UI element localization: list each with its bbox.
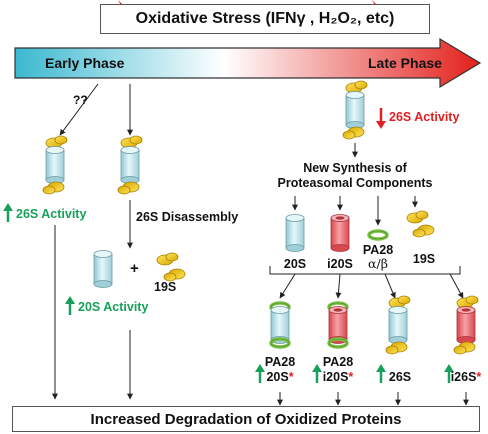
activity-26s-decrease-label: 26S Activity <box>389 110 460 124</box>
up-arrow-icon <box>444 364 454 383</box>
complex-pa28-20s-star: * <box>288 370 294 384</box>
complex-26s-icon <box>385 295 411 355</box>
label-19s-left: 19S <box>154 280 177 294</box>
up-arrow-icon <box>312 364 322 383</box>
complex-26s-label: 26S <box>389 370 411 384</box>
assembly-bracket <box>269 266 461 275</box>
complex-pa28-i20s-icon <box>327 301 349 349</box>
activity-26s-increase-label: 26S Activity <box>16 207 87 221</box>
up-arrow-icon <box>3 203 13 222</box>
complex-pa28-20s-line2: 20S* <box>266 370 293 384</box>
component-i20s-label: i20S <box>327 257 353 271</box>
proteasome-26s-mid-icon <box>117 135 143 195</box>
pa28-ring-icon <box>367 229 389 241</box>
complex-pa28-20s-icon <box>269 301 291 349</box>
component-20s-label: 20S <box>283 257 307 271</box>
disassembly-label: 26S Disassembly <box>136 210 239 224</box>
arrow-unknown <box>59 83 99 136</box>
plus-sign: + <box>130 260 139 277</box>
oxidative-stress-box: Oxidative Stress (IFNγ , H₂O₂, etc) <box>100 4 430 34</box>
timeline-arrow <box>14 37 482 89</box>
arrow-to-pa28-20s <box>279 273 296 299</box>
complex-i26s-label: i26S* <box>451 370 482 384</box>
complex-pa28-20s-name: 20S <box>266 370 289 384</box>
proteasome-26s-late-icon <box>342 80 368 140</box>
degradation-label: Increased Degradation of Oxidized Protei… <box>90 410 402 428</box>
unknown-mechanism-label: ?? <box>73 93 88 107</box>
complex-i26s-icon <box>453 295 479 355</box>
up-arrow-icon <box>65 296 75 315</box>
synthesis-line2: Proteasomal Components <box>277 176 433 190</box>
activity-20s-increase-label: 20S Activity <box>78 300 149 314</box>
complex-i26s-name: i26S <box>450 370 477 384</box>
early-phase-label: Early Phase <box>45 55 125 71</box>
complex-26s-name: 26S <box>388 370 412 384</box>
proteasome-26s-left-icon <box>42 135 68 195</box>
cap-19s-icon <box>406 210 435 238</box>
component-19s-label: 19S <box>412 252 436 266</box>
complex-i26s-star: * <box>476 370 482 384</box>
oxidative-stress-label: Oxidative Stress (IFNγ , H₂O₂, etc) <box>135 10 395 27</box>
complex-pa28-i20s-name: i20S <box>322 370 349 384</box>
up-arrow-icon <box>255 364 265 383</box>
late-phase-label: Late Phase <box>368 55 442 71</box>
synthesis-line1: New Synthesis of <box>303 161 407 175</box>
cap-19s-left-icon <box>156 252 186 282</box>
arrow-to-i26s <box>449 273 464 299</box>
down-arrow-icon <box>376 108 386 129</box>
up-arrows-group <box>3 203 454 383</box>
core-i20s-icon <box>330 214 350 252</box>
arrow-to-pa28-i20s <box>335 273 342 299</box>
component-pa28-subunit-label: α/β <box>368 256 388 271</box>
core-20s-icon <box>285 214 305 252</box>
complex-pa28-20s-line1: PA28 <box>264 355 296 369</box>
arrow-to-26s <box>384 273 396 299</box>
core-20s-left-icon <box>93 250 113 288</box>
component-pa28-label: PA28 <box>362 243 394 257</box>
degradation-box: Increased Degradation of Oxidized Protei… <box>12 406 480 432</box>
complex-pa28-i20s-line1: PA28 <box>322 355 354 369</box>
complex-pa28-i20s-star: * <box>348 370 354 384</box>
complex-pa28-i20s-line2: i20S* <box>323 370 354 384</box>
up-arrow-icon <box>376 364 386 383</box>
